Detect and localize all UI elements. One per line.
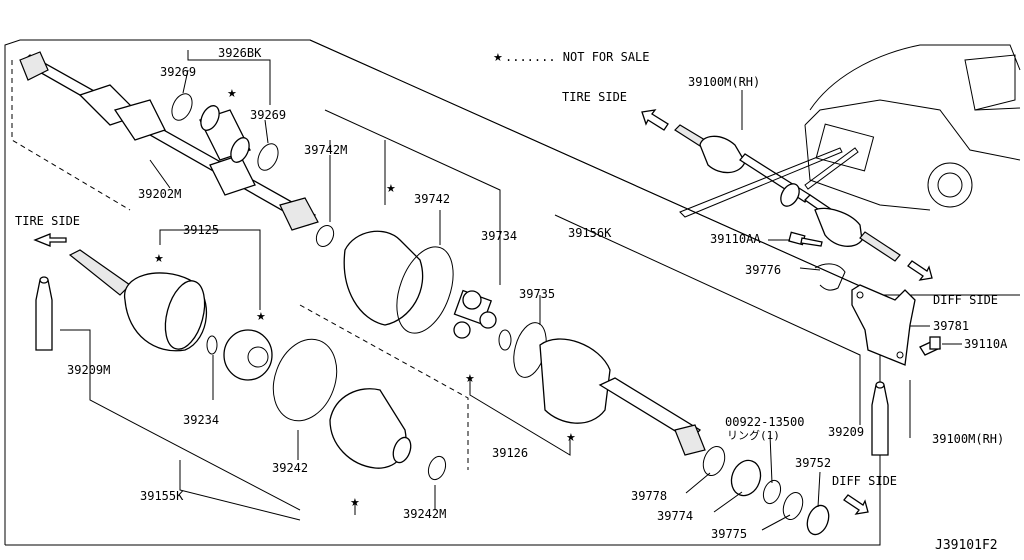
label-39774: 39774	[657, 509, 693, 523]
boot-39155k	[329, 388, 412, 469]
ring-00922-13500	[762, 479, 782, 505]
diagram-id: J39101F2	[935, 538, 998, 553]
shim-39776	[814, 263, 846, 291]
star-mark-race: ★	[256, 310, 266, 323]
label-39752: 39752	[795, 456, 831, 470]
label-39234: 39234	[183, 413, 219, 427]
diff-side-arrow-top	[907, 260, 933, 281]
legend-text: ....... NOT FOR SALE	[505, 50, 650, 64]
label-00922-13500: 00922-13500	[725, 415, 804, 429]
seal-39752	[806, 504, 830, 536]
label-39202m: 39202M	[138, 187, 181, 201]
inner-race	[223, 329, 273, 381]
label-39209: 39209	[828, 425, 864, 439]
label-39110a: 39110A	[964, 337, 1008, 351]
label-39125: 39125	[183, 223, 219, 237]
boot-39742	[343, 230, 454, 334]
label-39126: 39126	[492, 446, 528, 460]
grease-tube-39209m	[35, 276, 53, 351]
label-39776: 39776	[745, 263, 781, 277]
label-00922-sub: リング(1)	[727, 428, 780, 442]
label-39775: 39775	[711, 527, 747, 541]
tire-side-label-left: TIRE SIDE	[15, 214, 80, 228]
diff-side-arrow-bottom	[843, 494, 869, 515]
star-mark-boot-lower: ★	[350, 496, 360, 509]
label-39155k: 39155K	[140, 489, 184, 503]
spider-39734	[453, 289, 497, 339]
snap-ring-39234	[206, 335, 218, 355]
frame-diagonal	[309, 39, 881, 296]
tire-side-label-top: TIRE SIDE	[562, 90, 627, 104]
pointer-arrow-2	[804, 147, 859, 190]
label-39781: 39781	[933, 319, 969, 333]
diff-side-label-bottom: DIFF SIDE	[832, 474, 897, 488]
pointer-arrow	[679, 147, 843, 218]
label-39242m: 39242M	[403, 507, 446, 521]
label-3926bk: 3926BK	[218, 46, 262, 60]
vehicle-outline	[804, 44, 1021, 211]
leader-lines	[60, 50, 962, 531]
label-39242: 39242	[272, 461, 308, 475]
label-39209m: 39209M	[67, 363, 110, 377]
star-mark-boot: ★	[227, 87, 237, 100]
dashed-boundary-right	[299, 304, 469, 470]
seal-39778	[702, 445, 726, 477]
tire-side-arrow-top	[641, 109, 669, 131]
grease-tube-39209	[871, 381, 889, 456]
ring-39775	[782, 491, 804, 521]
bearing-39774	[730, 459, 762, 497]
star-mark-housing: ★	[566, 431, 576, 444]
label-39269-b: 39269	[250, 108, 286, 122]
label-39100m-rh-bottom: 39100M(RH)	[932, 432, 1004, 446]
bracket-39781	[851, 284, 916, 366]
star-mark-spider: ★	[465, 372, 475, 385]
assembled-driveshaft-39100m	[674, 124, 901, 262]
label-39110aa: 39110AA	[710, 232, 761, 246]
outer-joint-39125	[68, 249, 208, 352]
label-39742m: 39742M	[304, 143, 347, 157]
boot-kit-3926bk	[171, 93, 279, 171]
label-39778: 39778	[631, 489, 667, 503]
housing-39126	[539, 338, 706, 456]
label-39269-a: 39269	[160, 65, 196, 79]
label-39156k: 39156K	[568, 226, 612, 240]
label-39100m-rh-top: 39100M(RH)	[688, 75, 760, 89]
snap-ring-39735-a	[498, 329, 512, 351]
bolt-39110aa	[788, 231, 823, 247]
label-39734: 39734	[481, 229, 517, 243]
dashed-boundary-left	[11, 60, 131, 211]
legend-star: ★	[493, 51, 503, 64]
tire-side-arrow-left	[33, 233, 67, 247]
label-39735: 39735	[519, 287, 555, 301]
clamp-39742m	[315, 224, 335, 248]
diff-side-label-top: DIFF SIDE	[933, 293, 998, 307]
band-39242	[272, 338, 338, 422]
label-39742: 39742	[414, 192, 450, 206]
star-mark-39125: ★	[154, 252, 164, 265]
star-mark-39742: ★	[386, 182, 396, 195]
shaft-39202m	[19, 51, 319, 231]
clamp-39242m	[427, 455, 447, 481]
bolt-39110a	[919, 336, 941, 356]
